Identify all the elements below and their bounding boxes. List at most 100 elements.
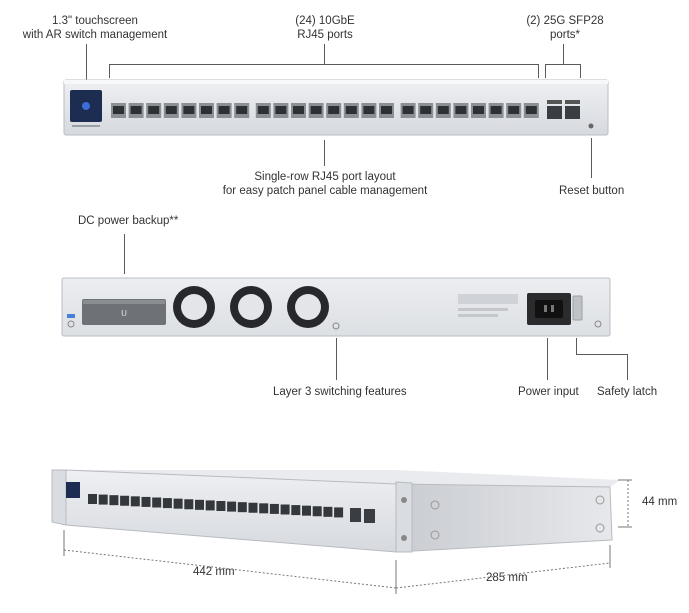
fan-grilles [173, 286, 329, 328]
rj45-bracket-right [538, 64, 539, 78]
rj45-port-socket [420, 106, 432, 114]
rear-panel: ᑌ [61, 277, 611, 337]
rj45-port-socket [328, 106, 340, 114]
perspective-touchscreen [66, 482, 80, 498]
rj45-port-socket [293, 106, 304, 114]
perspective-view [51, 469, 632, 594]
reset-button-callout: Reset button [559, 185, 625, 197]
rj45-port-socket [201, 106, 212, 114]
touchscreen-logo-icon [82, 102, 90, 110]
ground-label-icon [67, 314, 75, 318]
sfp-ports-callout: (2) 25G SFP28 ports* [510, 14, 620, 42]
perspective-rj45-port [88, 494, 97, 504]
rj45-port-socket [381, 106, 392, 114]
single-row-callout-line2: for easy patch panel cable management [222, 185, 428, 197]
rj45-ports-callout-line1: (24) 10GbE [295, 15, 355, 27]
perspective-rj45-port [280, 504, 290, 515]
rj45-ports-callout: (24) 10GbE RJ45 ports [270, 14, 380, 42]
rj45-port-socket [345, 106, 357, 114]
safety-latch-leader-c [627, 354, 628, 380]
safety-latch [572, 295, 583, 321]
perspective-sfp-port [364, 509, 375, 523]
perspective-rj45-port [227, 501, 237, 512]
safety-latch-callout: Safety latch [597, 386, 658, 398]
rj45-port-socket [183, 106, 195, 114]
sfp-bracket-right [580, 64, 581, 78]
sfp-port-pair [547, 100, 580, 119]
layer3-leader [336, 338, 337, 380]
rj45-bracket [109, 64, 539, 65]
perspective-rj45-port [173, 498, 183, 509]
sfp-bracket-left [545, 64, 546, 78]
perspective-rj45-port [152, 497, 162, 508]
rear-screw-mid [332, 322, 340, 330]
sfp-bracket [545, 64, 581, 65]
rj45-port-socket [473, 106, 484, 114]
safety-latch-leader-b [576, 354, 628, 355]
single-row-callout: Single-row RJ45 port layout for easy pat… [200, 170, 450, 198]
sfp-port [565, 106, 580, 119]
perspective-rj45-port [259, 503, 269, 514]
depth-dimension-line [395, 562, 611, 589]
svg-text:ᑌ: ᑌ [121, 309, 127, 318]
rj45-port-socket [218, 106, 230, 114]
touchscreen-callout-line2: with AR switch management [22, 29, 168, 41]
rj45-port-socket [490, 106, 502, 114]
rj45-port-socket [275, 106, 287, 114]
perspective-rj45-port [109, 495, 119, 506]
perspective-rj45-port [195, 499, 204, 510]
perspective-port-row [88, 494, 375, 523]
depth-dimension: 285 mm [486, 572, 528, 584]
dc-power-leader [124, 234, 125, 274]
rj45-port-socket [257, 106, 269, 114]
rear-screw-left [67, 320, 75, 328]
sfp-led [565, 100, 580, 104]
reset-button [588, 123, 594, 129]
perspective-rj45-port [269, 503, 279, 514]
sfp-led [547, 100, 562, 104]
rj45-bracket-left [109, 64, 110, 78]
rj45-port-socket [437, 106, 449, 114]
sfp-leader [563, 44, 564, 64]
perspective-rj45-port [323, 506, 333, 517]
rj45-port-socket [148, 106, 160, 114]
rear-screw-right [594, 320, 602, 328]
perspective-rj45-port [184, 499, 194, 510]
perspective-rj45-port [302, 505, 311, 516]
perspective-rj45-port [237, 502, 247, 513]
safety-latch-leader-a [576, 338, 577, 354]
perspective-rj45-port [141, 496, 151, 507]
single-row-leader [324, 140, 325, 166]
reset-leader [591, 138, 592, 178]
perspective-rj45-port [205, 500, 215, 511]
rj45-port-row [111, 103, 539, 118]
perspective-rj45-port [98, 494, 108, 505]
perspective-rj45-port [162, 498, 172, 509]
width-dimension-line [63, 549, 397, 589]
rj45-port-socket [363, 106, 375, 114]
perspective-rj45-port [312, 506, 322, 517]
perspective-sfp-port [350, 508, 361, 522]
fan-hub [238, 294, 264, 320]
rj45-port-socket [455, 106, 467, 114]
rj45-port-socket [525, 106, 537, 114]
height-dimension: 44 mm [642, 496, 678, 508]
sfp-ports-callout-line2: ports* [549, 29, 581, 41]
perspective-rj45-port [291, 505, 301, 516]
rj45-port-socket [236, 106, 248, 114]
fan-hub [181, 294, 207, 320]
power-input-leader [547, 338, 548, 380]
touchscreen-callout: 1.3" touchscreen with AR switch manageme… [20, 14, 170, 42]
rj45-port-socket [165, 106, 177, 114]
perspective-rj45-port [334, 507, 344, 518]
fan-hub [295, 294, 321, 320]
perspective-rj45-port [120, 495, 130, 506]
dc-power-callout: DC power backup** [78, 215, 179, 227]
power-input-callout: Power input [518, 386, 579, 398]
rj45-port-socket [402, 106, 414, 114]
sfp-port [547, 106, 562, 119]
rj45-port-socket [130, 106, 142, 114]
width-dimension: 442 mm [193, 566, 235, 578]
layer3-callout: Layer 3 switching features [273, 386, 407, 398]
